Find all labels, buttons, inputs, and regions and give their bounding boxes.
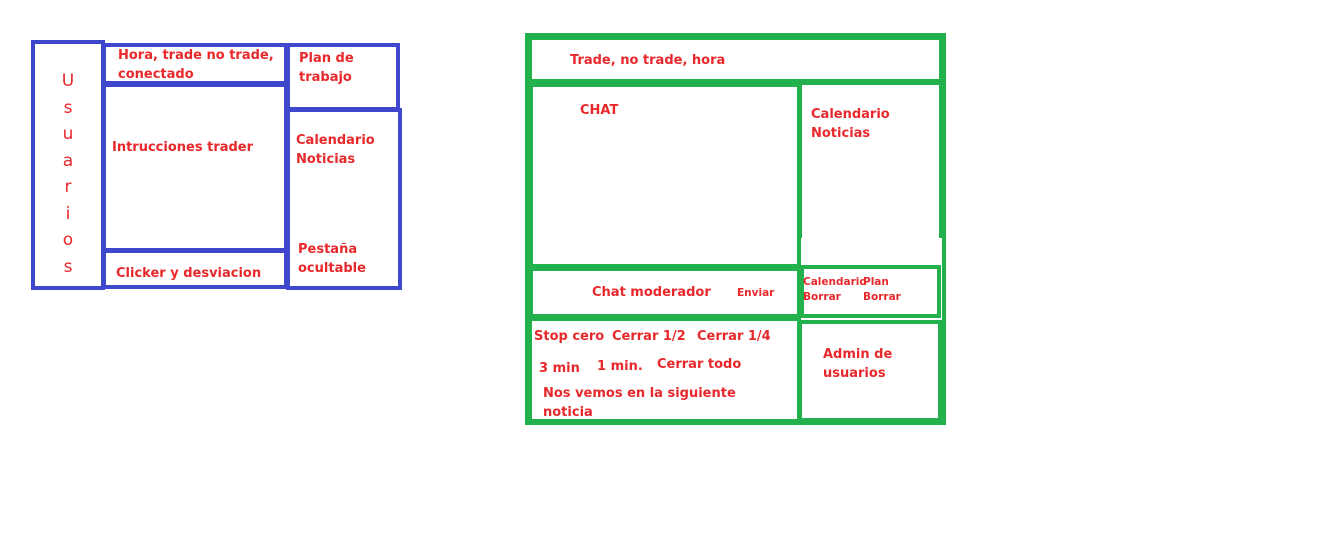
stop-cero-button[interactable]: Stop cero: [534, 329, 605, 344]
clicker-box: [102, 249, 288, 289]
calendario-line1: Calendario: [296, 133, 375, 148]
hora-status-line2: conectado: [118, 67, 194, 82]
chat-panel: [529, 83, 801, 268]
usuarios-letter: U: [61, 71, 75, 91]
usuarios-letter: s: [63, 256, 73, 277]
chat-moderador-input[interactable]: Chat moderador: [592, 285, 711, 300]
usuarios-letter: a: [62, 150, 74, 171]
instrucciones-label: Intrucciones trader: [112, 140, 254, 155]
plan-trabajo-line1: Plan de: [299, 51, 354, 66]
usuarios-letter: s: [63, 97, 73, 118]
cerrar-quarter-button[interactable]: Cerrar 1/4: [697, 329, 771, 344]
nos-vemos-line1[interactable]: Nos vemos en la siguiente: [543, 386, 736, 401]
admin-usuarios-line2[interactable]: usuarios: [823, 366, 886, 381]
outer-frame: [525, 33, 946, 425]
header-bar: [528, 36, 943, 83]
admin-usuarios-line1[interactable]: Admin de: [823, 347, 893, 362]
plan-trabajo-line2: trabajo: [299, 70, 352, 85]
usuarios-letter: r: [64, 177, 72, 197]
calendario-noticias-box: [286, 108, 402, 290]
pestana-line1: Pestaña: [298, 242, 358, 257]
pestana-line2: ocultable: [298, 261, 366, 276]
plan-borrar-label: Plan: [863, 276, 889, 288]
calendario-borrar-label: Calendario: [803, 276, 867, 288]
calendario-panel-line2: Noticias: [811, 126, 871, 141]
plan-borrar-button[interactable]: Borrar: [863, 291, 901, 303]
cerrar-half-button[interactable]: Cerrar 1/2: [612, 329, 686, 344]
usuarios-letter: o: [62, 230, 74, 250]
header-label: Trade, no trade, hora: [570, 53, 726, 68]
instrucciones-box: [102, 83, 288, 252]
usuarios-letter: i: [65, 203, 71, 224]
chat-moderador-panel: [529, 267, 801, 318]
clicker-label: Clicker y desviacion: [116, 266, 262, 281]
cerrar-todo-button[interactable]: Cerrar todo: [657, 357, 742, 372]
tres-min-button[interactable]: 3 min: [539, 361, 580, 376]
borrar-panel: [800, 265, 941, 318]
nos-vemos-line2[interactable]: noticia: [543, 405, 593, 420]
calendario-panel: [798, 81, 943, 238]
usuarios-vertical-label: U s u a r i o s: [35, 68, 101, 280]
un-min-button[interactable]: 1 min.: [597, 359, 643, 374]
admin-usuarios-panel: [798, 320, 942, 422]
calendario-line2: Noticias: [296, 152, 356, 167]
hora-status-line1: Hora, trade no trade,: [118, 48, 274, 63]
calendario-panel-line1: Calendario: [811, 107, 890, 122]
calendario-borrar-button[interactable]: Borrar: [803, 291, 841, 303]
usuarios-letter: u: [62, 124, 74, 144]
chat-label: CHAT: [580, 103, 619, 118]
usuarios-column: U s u a r i o s: [31, 40, 105, 290]
enviar-button[interactable]: Enviar: [737, 287, 775, 299]
